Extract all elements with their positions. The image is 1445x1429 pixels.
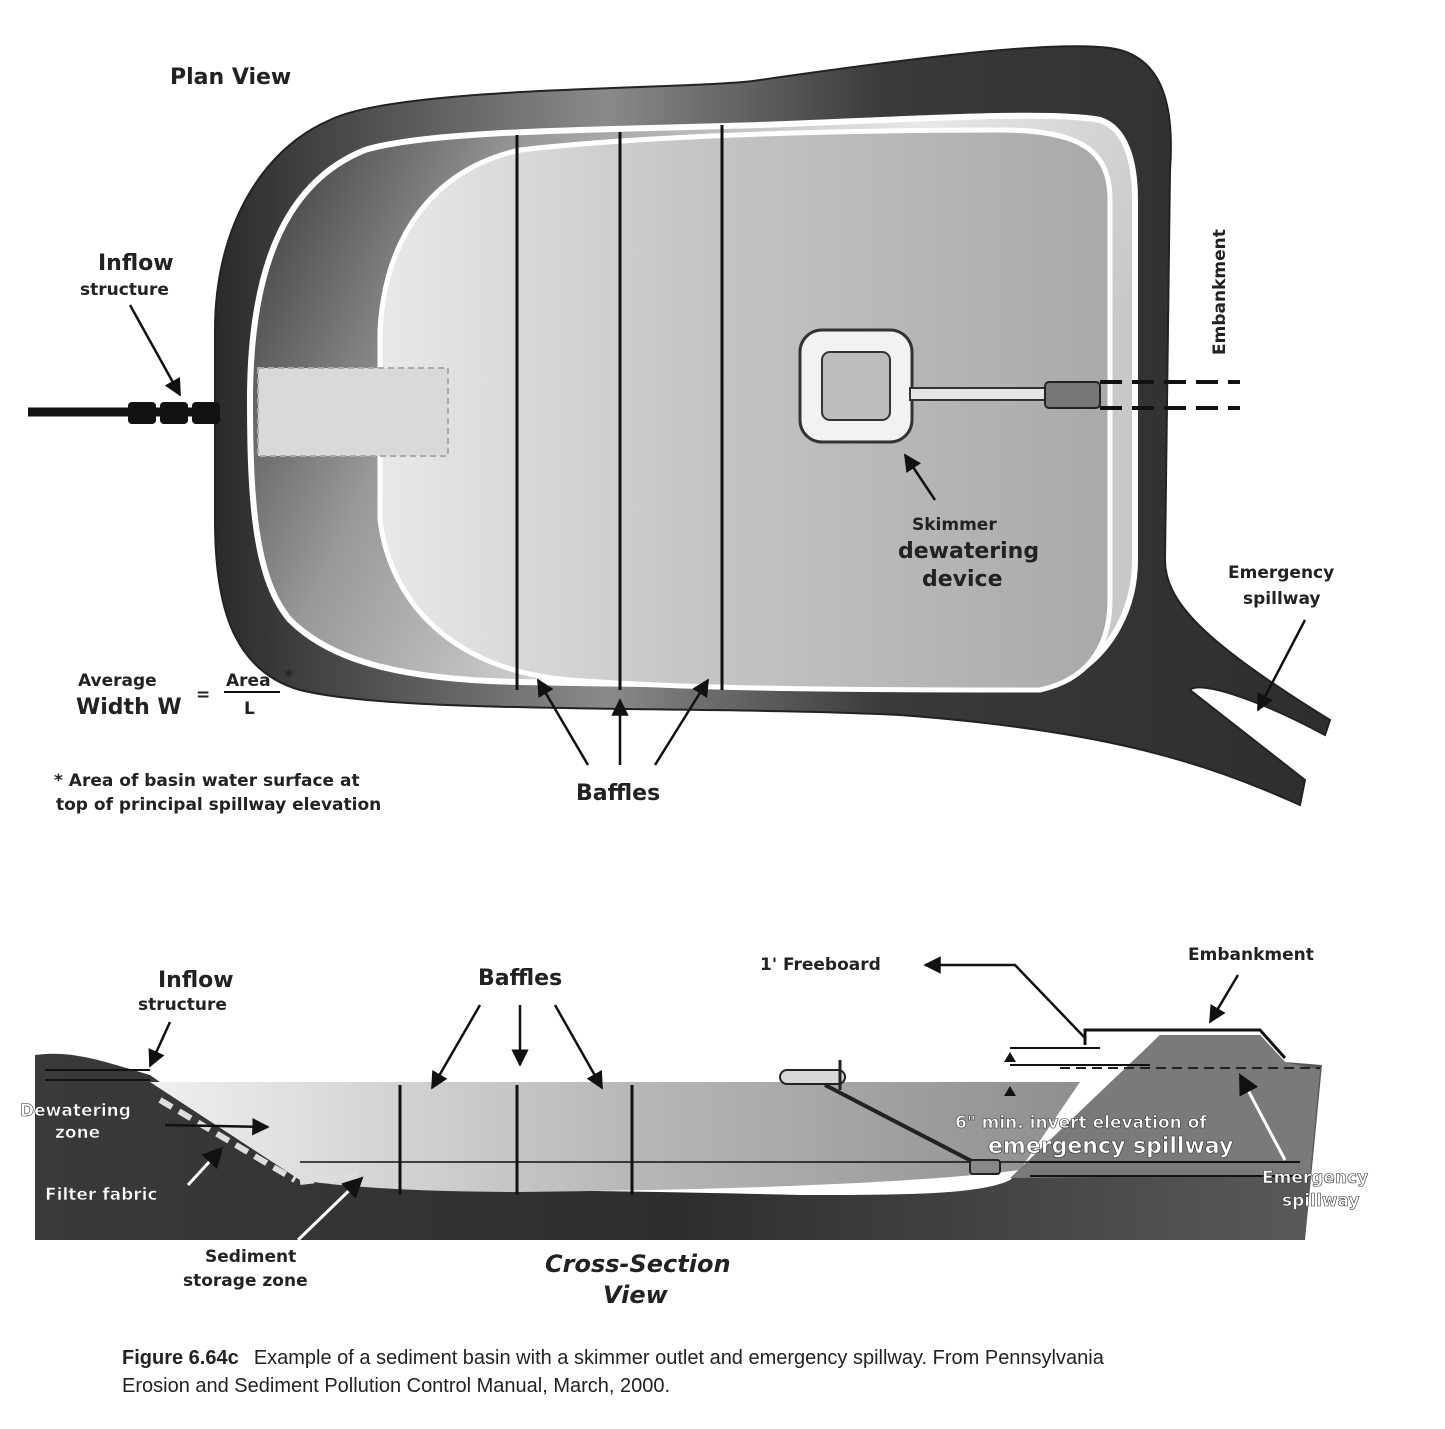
- formula-numerator: Area: [226, 671, 271, 691]
- invert-label-2: emergency spillway: [988, 1134, 1233, 1159]
- plan-embankment-label: Embankment: [1210, 229, 1230, 355]
- plan-emergency-label-2: spillway: [1243, 589, 1321, 609]
- dewatering-label-2: zone: [55, 1123, 100, 1143]
- skimmer-label-1: Skimmer: [912, 515, 997, 535]
- figure-caption: Figure 6.64c Example of a sediment basin…: [122, 1347, 1105, 1397]
- plan-view-title: Plan View: [170, 65, 291, 90]
- footnote-line-2: top of principal spillway elevation: [56, 795, 381, 815]
- plan-inflow-label-2: structure: [80, 280, 169, 300]
- skimmer-label-2: dewatering: [898, 539, 1039, 564]
- formula-lhs-2: Width W: [76, 695, 182, 720]
- cross-section-view: Inflow structure Baffles 1' Freeboard Em…: [20, 945, 1369, 1309]
- cs-emergency-label-2: spillway: [1282, 1191, 1360, 1211]
- formula-equals: =: [196, 685, 210, 705]
- plan-baffles-label: Baffles: [576, 781, 660, 806]
- plan-inflow-label-1: Inflow: [98, 251, 174, 276]
- average-width-formula: Average Width W = Area * L: [76, 667, 293, 720]
- cs-title-2: View: [603, 1281, 669, 1309]
- freeboard-label: 1' Freeboard: [760, 955, 881, 975]
- cs-water: [150, 1082, 1080, 1192]
- sediment-label-1: Sediment: [205, 1247, 296, 1267]
- cs-skimmer: [779, 1060, 1001, 1175]
- cs-baffles-label: Baffles: [478, 966, 562, 991]
- formula-star: *: [284, 667, 293, 687]
- caption-line-1: Example of a sediment basin with a skimm…: [254, 1347, 1105, 1369]
- filter-fabric-label: Filter fabric: [45, 1185, 158, 1205]
- plan-view: Plan View Inflow structure Embankment Sk…: [28, 45, 1334, 815]
- invert-label-1: 6" min. invert elevation of: [955, 1113, 1207, 1133]
- cs-title-1: Cross-Section: [545, 1250, 731, 1278]
- footnote-line-1: * Area of basin water surface at: [54, 771, 360, 791]
- plan-water-surface: [377, 127, 1113, 693]
- caption-line-2: Erosion and Sediment Pollution Control M…: [122, 1375, 670, 1397]
- cs-emergency-label-1: Emergency: [1262, 1168, 1368, 1188]
- formula-lhs-1: Average: [78, 671, 157, 691]
- cs-embankment-label: Embankment: [1188, 945, 1314, 965]
- riprap-apron: [257, 367, 449, 457]
- skimmer-label-3: device: [922, 567, 1003, 592]
- formula-denominator: L: [244, 699, 255, 719]
- skimmer-device: [798, 328, 1101, 444]
- cs-inflow-label-2: structure: [138, 995, 227, 1015]
- plan-emergency-label-1: Emergency: [1228, 563, 1334, 583]
- svg-text:Figure 6.64c Example of: Figure 6.64c Example of a sediment basin…: [122, 1347, 1105, 1369]
- dewatering-label-1: Dewatering: [20, 1101, 131, 1121]
- sediment-label-2: storage zone: [183, 1271, 308, 1291]
- cs-inflow-label-1: Inflow: [158, 968, 234, 993]
- caption-bold: Figure 6.64c: [122, 1347, 239, 1369]
